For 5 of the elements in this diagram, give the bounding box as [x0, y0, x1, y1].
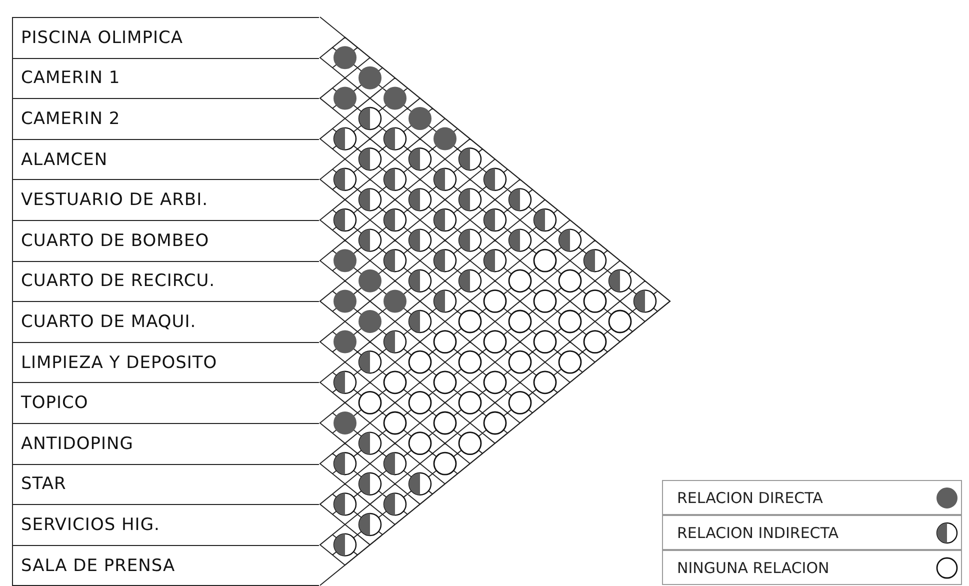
room-label: SALA DE PRENSA — [12, 544, 319, 586]
room-label: PISCINA OLIMPICA — [12, 17, 319, 59]
legend-label: RELACION DIRECTA — [677, 489, 823, 507]
legend-label: RELACION INDIRECTA — [677, 524, 839, 542]
legend-label: NINGUNA RELACION — [677, 559, 830, 577]
